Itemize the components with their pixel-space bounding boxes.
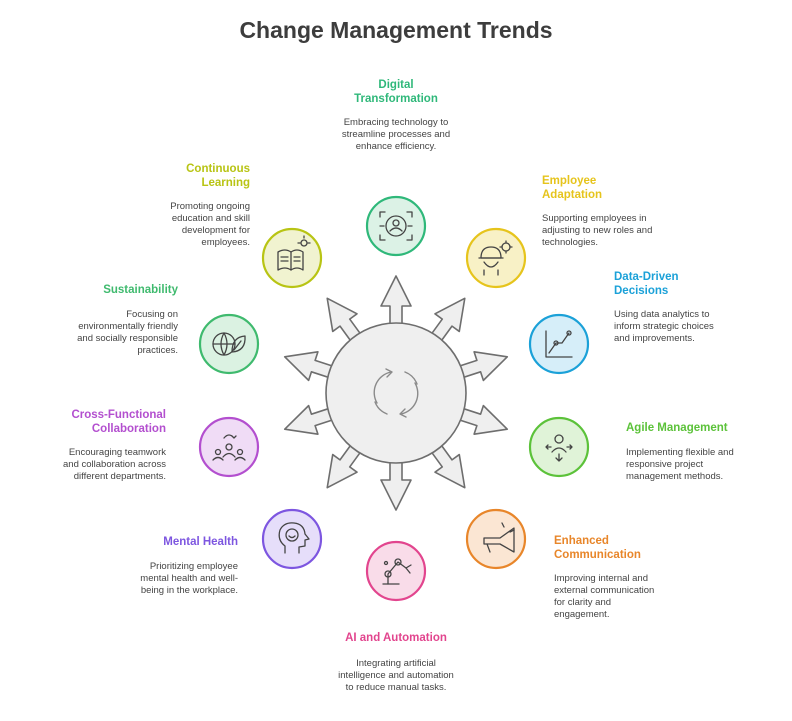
robot-arm-icon [382,558,412,585]
enhanced-communication-description: Improving internal and external communic… [554,573,655,620]
ai-and-automation-title: AI and Automation [345,632,447,644]
data-driven-decisions-description: Using data analytics to inform strategic… [614,309,714,344]
cross-functional-collaboration-title: Cross-Functional Collaboration [71,409,166,435]
hub-circle [325,322,467,464]
continuous-learning-title: Continuous Learning [186,163,250,189]
cross-functional-collaboration-description: Encouraging teamwork and collaboration a… [63,447,166,482]
ai-and-automation-description: Integrating artificial intelligence and … [338,658,454,693]
data-driven-decisions-title: Data-Driven Decisions [614,271,679,297]
continuous-learning-circle [261,227,323,289]
continuous-learning-description: Promoting ongoing education and skill de… [170,201,250,248]
agile-management-circle [528,416,590,478]
globe-leaf-icon [212,332,246,356]
agile-management-title: Agile Management [626,422,728,434]
worker-gear-icon [478,240,513,276]
sustainability-description: Focusing on environmentally friendly and… [77,309,178,356]
enhanced-communication-circle [465,508,527,570]
employee-adaptation-title: Employee Adaptation [542,175,603,201]
team-icon [212,434,246,461]
mental-health-circle [261,508,323,570]
megaphone-icon [483,522,515,553]
data-driven-decisions-circle [528,313,590,375]
cross-functional-collaboration-circle [198,416,260,478]
person-arrows-icon [545,434,573,462]
line-chart-icon [545,330,573,358]
mental-health-description: Prioritizing employee mental health and … [140,561,238,596]
page-title: Change Management Trends [239,17,553,43]
enhanced-communication-title: Enhanced Communication [554,535,641,561]
agile-management-description: Implementing flexible and responsive pro… [626,447,734,482]
ai-and-automation-circle [365,540,427,602]
mental-health-title: Mental Health [163,536,238,548]
sustainability-title: Sustainability [103,284,178,296]
digital-transformation-title: Digital Transformation [354,79,438,105]
employee-adaptation-description: Supporting employees in adjusting to new… [542,213,653,248]
digital-transformation-description: Embracing technology to streamline proce… [341,117,451,152]
digital-transformation-icon [379,211,413,241]
book-bulb-icon [277,235,311,271]
refresh-icon [373,368,419,418]
head-smile-icon [278,522,310,554]
